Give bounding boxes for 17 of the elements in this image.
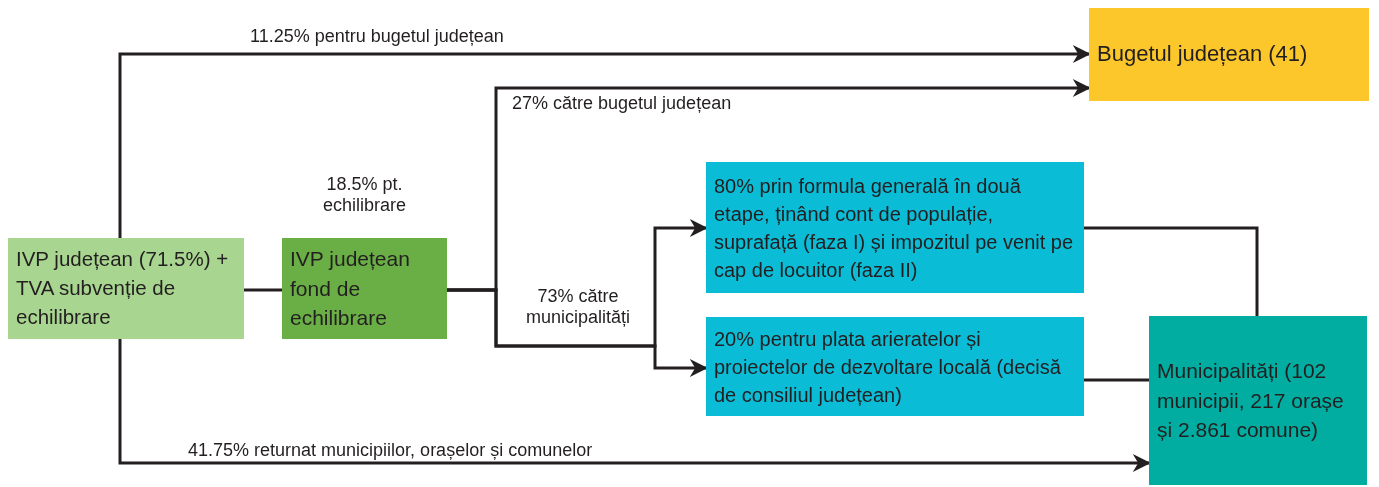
arrow — [118, 339, 1151, 472]
connector-line — [1084, 378, 1149, 382]
edge-label: 11.25% pentru bugetul județean — [250, 26, 504, 47]
budget-box: Bugetul județean (41) — [1089, 8, 1369, 101]
source-box: IVP județean (71.5%) + TVA subvenție de echilibrare — [8, 238, 244, 339]
arrow — [447, 288, 708, 377]
allocation-box: 20% pentru plata arieratelor și proiectelor de dezvoltare locală (decisă de consiliul județean) — [706, 317, 1084, 416]
connector-line — [1084, 226, 1259, 316]
edge-label: 41.75% returnat municipiilor, orașelor și comunelor — [188, 440, 593, 461]
edge-label: 27% către bugetul județean — [512, 93, 732, 114]
connector-line — [244, 288, 282, 292]
allocation-box: 80% prin formula generală în două etape, ținând cont de populație, suprafață (faza I) și impozitul pe venit pe cap de locuitor (faza II) — [706, 162, 1084, 293]
municipalities-box: Municipalități (102 municipii, 217 orașe și 2.861 comune) — [1149, 316, 1367, 485]
node-caption: 18.5% pt. echilibrare — [321, 174, 407, 216]
fund-box: IVP județean fond de echilibrare — [282, 238, 447, 339]
edge-label: 73% către municipalități — [524, 286, 631, 328]
arrow — [118, 45, 1091, 238]
